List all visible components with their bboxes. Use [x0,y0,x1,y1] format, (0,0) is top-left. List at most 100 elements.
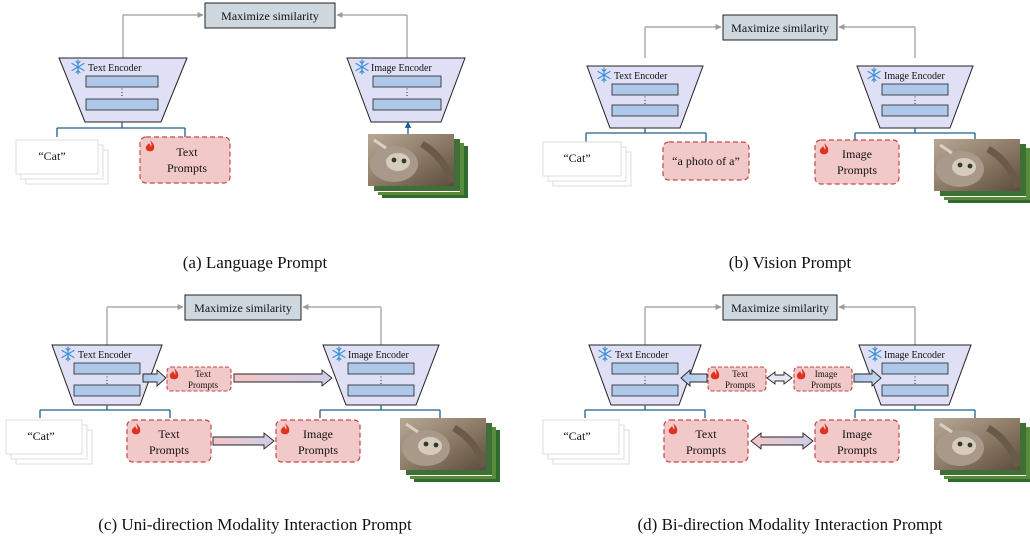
svg-text:Image: Image [815,369,838,379]
input-connector [584,405,706,418]
similarity-box: Maximize similarity [204,2,336,29]
text-encoder: Text Encoder ⋮ [586,65,704,129]
svg-text:Prompts: Prompts [686,443,726,457]
encoder-layer [347,362,415,375]
similarity-box: Maximize similarity [722,294,838,321]
encoder-layer [73,362,141,375]
encoder-layer [347,384,415,397]
svg-text:Prompts: Prompts [837,443,877,457]
svg-text:⋮: ⋮ [103,375,112,385]
similarity-label: Maximize similarity [731,301,829,315]
learnable-text-prompt: Text Prompts [663,419,749,463]
encoder-layer [85,75,159,88]
small-image-prompt: Image Prompts [793,366,853,392]
bidirectional-small-arrow [766,371,793,385]
image-encoder-label: Image Encoder [884,350,945,361]
text-encoder-label: Text Encoder [615,350,669,361]
encoder-layer [881,83,949,96]
image-encoder: Image Encoder ⋮ [322,344,440,406]
svg-text:⋮: ⋮ [911,95,920,105]
svg-text:Text: Text [732,369,748,379]
prompt-to-text-encoder-arrow [680,368,708,388]
prompt-to-encoder-arrow [233,369,333,387]
layer-to-prompt-arrow [142,368,167,388]
image-encoder-label: Image Encoder [371,63,432,74]
encoder-layer [73,384,141,397]
svg-text:Text: Text [695,427,717,441]
encoder-layer [611,83,679,96]
svg-text:⋮: ⋮ [403,87,412,97]
panel-d: Maximize similarity Text Encoder ⋮ Image… [542,294,1030,534]
similarity-label: Maximize similarity [194,301,292,315]
svg-text:Prompts: Prompts [149,443,189,457]
text-to-image-prompt-arrow [212,432,275,450]
encoder-layer [372,75,442,88]
svg-text:⋮: ⋮ [377,375,386,385]
encoder-layer [372,98,442,111]
input-connector [854,405,976,418]
class-label-stack: “Cat” [542,419,630,465]
cat-image-stack [934,418,1030,482]
svg-text:⋮: ⋮ [911,375,920,385]
encoder-layer [85,98,159,111]
panel-a: Maximize similarity Text Encoder ⋮ Image… [15,2,468,272]
cat-image-stack [400,418,500,482]
learnable-image-prompt: Image Prompts [814,419,900,463]
class-label-text: “Cat” [563,151,590,165]
class-label-text: “Cat” [27,429,54,443]
class-label-stack: “Cat” [15,139,109,185]
encoder-layer [881,104,949,117]
input-connector [854,128,976,141]
svg-text:Text: Text [158,427,180,441]
bidirectional-prompt-arrow [750,432,814,450]
input-connector [39,405,171,418]
svg-text:⋮: ⋮ [641,95,650,105]
text-encoder-label: Text Encoder [88,63,142,74]
cat-image-stack [368,134,468,198]
image-encoder-label: Image Encoder [884,71,945,82]
encoder-layer [611,104,679,117]
text-encoder-label: Text Encoder [78,350,132,361]
input-connector [319,405,441,418]
cat-image-stack [934,139,1030,203]
caption-a: (a) Language Prompt [183,253,328,272]
panel-b: Maximize similarity Text Encoder ⋮ Image… [542,14,1030,272]
svg-text:⋮: ⋮ [641,375,650,385]
svg-text:⋮: ⋮ [118,87,127,97]
text-encoder-label: Text Encoder [614,71,668,82]
encoder-layer [881,384,949,397]
prompt-to-image-encoder-arrow [853,368,882,388]
encoder-layer [611,384,679,397]
caption-b: (b) Vision Prompt [729,253,852,272]
learnable-image-prompt: Image Prompts [814,139,900,185]
class-label-text: “Cat” [563,429,590,443]
svg-text:Prompts: Prompts [811,380,842,390]
svg-text:Text: Text [195,369,211,379]
svg-text:“a photo of a”: “a photo of a” [672,154,740,168]
svg-text:Image: Image [842,427,872,441]
encoder-layer [881,362,949,375]
svg-text:Prompts: Prompts [837,163,877,177]
similarity-label: Maximize similarity [731,21,829,35]
text-encoder: Text Encoder ⋮ [51,344,163,406]
image-encoder: Image Encoder ⋮ [856,65,974,129]
learnable-text-prompt: Text Prompts [126,419,212,463]
svg-text:Prompts: Prompts [725,380,756,390]
svg-text:Image: Image [303,427,333,441]
svg-text:Text: Text [176,145,198,159]
fixed-text-prompt: “a photo of a” [662,141,750,181]
image-encoder: Image Encoder ⋮ [346,57,466,123]
svg-text:Prompts: Prompts [167,161,207,175]
caption-d: (d) Bi-direction Modality Interaction Pr… [638,515,943,534]
svg-text:Prompts: Prompts [188,380,219,390]
small-text-prompt: Text Prompts [166,366,232,392]
svg-text:Prompts: Prompts [298,443,338,457]
similarity-box: Maximize similarity [722,14,838,41]
image-encoder-label: Image Encoder [348,350,409,361]
small-text-prompt: Text Prompts [707,366,767,392]
similarity-box: Maximize similarity [184,294,302,321]
text-encoder: Text Encoder ⋮ [588,344,702,406]
class-label-stack: “Cat” [542,141,632,187]
input-connector [56,122,186,137]
caption-c: (c) Uni-direction Modality Interaction P… [98,515,412,534]
